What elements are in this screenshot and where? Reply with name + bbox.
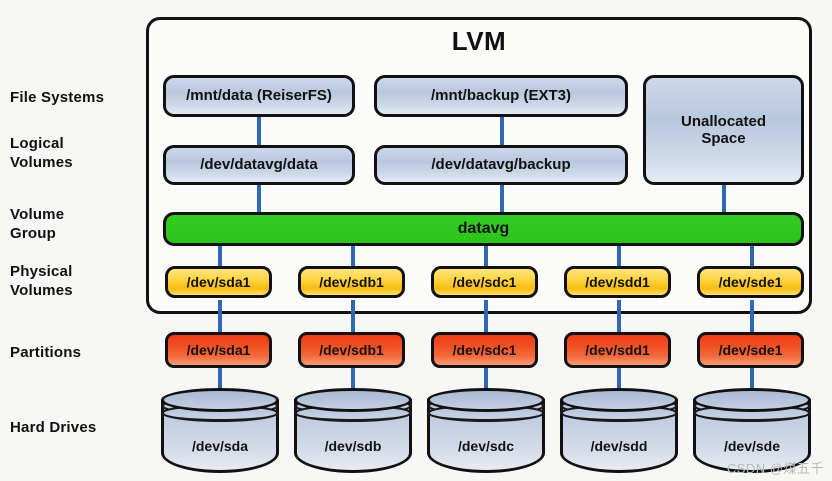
partition-sdd1[interactable]: /dev/sdd1 bbox=[564, 332, 671, 368]
connector-part-to-drive-sde bbox=[750, 366, 754, 392]
hard-drive-sde[interactable]: /dev/sde bbox=[693, 388, 811, 480]
file-system-mnt-data[interactable]: /mnt/data (ReiserFS) bbox=[163, 75, 355, 117]
connector-fs-to-lv-backup bbox=[500, 112, 504, 152]
row-label-partitions: Partitions bbox=[10, 344, 82, 361]
hard-drive-sdd[interactable]: /dev/sdd bbox=[560, 388, 678, 480]
connector-pv-to-part-sdd1 bbox=[617, 300, 621, 334]
connector-lv-to-vg-backup bbox=[500, 182, 504, 214]
cylinder-top-icon bbox=[161, 388, 279, 412]
connector-part-to-drive-sdc bbox=[484, 366, 488, 392]
row-label-hard-drives: Hard Drives bbox=[10, 419, 97, 436]
connector-unallocated-to-vg bbox=[722, 182, 726, 214]
connector-vg-to-pv-sdc1 bbox=[484, 244, 488, 268]
connector-vg-to-pv-sda1 bbox=[218, 244, 222, 268]
connector-vg-to-pv-sdb1 bbox=[351, 244, 355, 268]
hard-drive-sdb[interactable]: /dev/sdb bbox=[294, 388, 412, 480]
physical-volume-sdd1[interactable]: /dev/sdd1 bbox=[564, 266, 671, 298]
hard-drive-label: /dev/sde bbox=[723, 438, 781, 454]
partition-sda1[interactable]: /dev/sda1 bbox=[165, 332, 272, 368]
row-label-physical-volumes: Physical Volumes bbox=[10, 263, 73, 299]
connector-vg-to-pv-sdd1 bbox=[617, 244, 621, 268]
hard-drive-sdc[interactable]: /dev/sdc bbox=[427, 388, 545, 480]
hard-drive-sda[interactable]: /dev/sda bbox=[161, 388, 279, 480]
connector-pv-to-part-sda1 bbox=[218, 300, 222, 334]
logical-volume-backup[interactable]: /dev/datavg/backup bbox=[374, 145, 628, 185]
lvm-title: LVM bbox=[451, 26, 507, 56]
physical-volume-sde1[interactable]: /dev/sde1 bbox=[697, 266, 804, 298]
connector-part-to-drive-sda bbox=[218, 366, 222, 392]
cylinder-top-icon bbox=[427, 388, 545, 412]
row-label-volume-group: Volume Group bbox=[10, 206, 65, 242]
row-label-logical-volumes: Logical Volumes bbox=[10, 135, 73, 171]
hard-drive-label: /dev/sdb bbox=[324, 438, 382, 454]
volume-group-datavg[interactable]: datavg bbox=[163, 212, 804, 246]
logical-volume-data[interactable]: /dev/datavg/data bbox=[163, 145, 355, 185]
connector-vg-to-pv-sde1 bbox=[750, 244, 754, 268]
row-label-file-systems: File Systems bbox=[10, 89, 105, 106]
watermark: CSDN @煤五千 bbox=[726, 461, 824, 476]
physical-volume-sdc1[interactable]: /dev/sdc1 bbox=[431, 266, 538, 298]
file-system-mnt-backup[interactable]: /mnt/backup (EXT3) bbox=[374, 75, 628, 117]
connector-part-to-drive-sdd bbox=[617, 366, 621, 392]
cylinder-top-icon bbox=[560, 388, 678, 412]
hard-drive-label: /dev/sdd bbox=[590, 438, 648, 454]
connector-pv-to-part-sde1 bbox=[750, 300, 754, 334]
connector-fs-to-lv-data bbox=[257, 112, 261, 152]
cylinder-top-icon bbox=[294, 388, 412, 412]
physical-volume-sda1[interactable]: /dev/sda1 bbox=[165, 266, 272, 298]
physical-volume-sdb1[interactable]: /dev/sdb1 bbox=[298, 266, 405, 298]
connector-lv-to-vg-data bbox=[257, 182, 261, 214]
partition-sdc1[interactable]: /dev/sdc1 bbox=[431, 332, 538, 368]
connector-part-to-drive-sdb bbox=[351, 366, 355, 392]
partition-sde1[interactable]: /dev/sde1 bbox=[697, 332, 804, 368]
connector-pv-to-part-sdb1 bbox=[351, 300, 355, 334]
cylinder-top-icon bbox=[693, 388, 811, 412]
connector-pv-to-part-sdc1 bbox=[484, 300, 488, 334]
hard-drive-label: /dev/sda bbox=[191, 438, 249, 454]
partition-sdb1[interactable]: /dev/sdb1 bbox=[298, 332, 405, 368]
unallocated-space-block[interactable]: Unallocated Space bbox=[643, 75, 804, 185]
hard-drive-label: /dev/sdc bbox=[457, 438, 515, 454]
